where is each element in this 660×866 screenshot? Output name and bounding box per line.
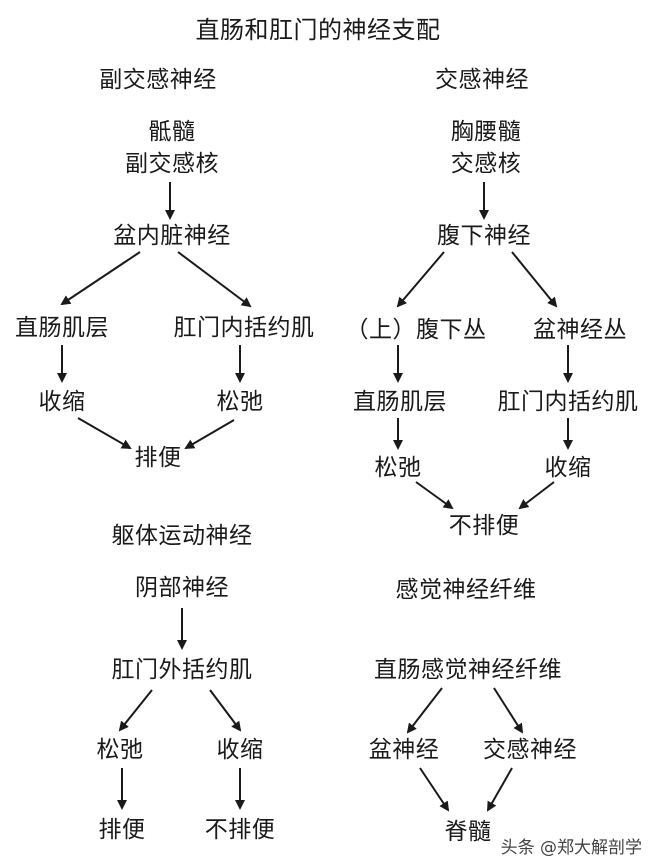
arrow-symp-right-to-result <box>518 481 555 510</box>
somatic-target: 肛门外括约肌 <box>111 657 253 683</box>
sympathetic-left-target: 直肠肌层 <box>353 389 447 415</box>
arrow-som-target-to-right <box>209 689 242 732</box>
parasympathetic-result: 排便 <box>134 445 182 471</box>
parasympathetic-source-line2: 副交感核 <box>125 151 219 177</box>
sympathetic-right-effect: 收缩 <box>544 455 592 481</box>
parasympathetic-heading: 副交感神经 <box>99 67 217 93</box>
somatic-right-result: 不排便 <box>204 817 276 843</box>
sympathetic-nerve: 腹下神经 <box>437 223 531 249</box>
watermark: 头条 @郑大解剖学 <box>500 838 642 858</box>
parasympathetic-left-effect: 收缩 <box>38 389 86 415</box>
sensory-heading: 感觉神经纤维 <box>395 577 537 603</box>
parasympathetic-source: 骶髓 副交感核 <box>125 116 219 180</box>
sympathetic-source-line1: 胸腰髓 <box>450 119 522 145</box>
arrow-sens-left-to-center <box>419 767 450 812</box>
arrow-para-nerve-to-left <box>60 251 141 306</box>
arrow-para-left-to-result <box>77 417 132 449</box>
somatic-right-effect: 收缩 <box>216 737 264 763</box>
somatic-heading: 躯体运动神经 <box>111 523 253 549</box>
arrow-symp-nerve-to-right <box>511 251 558 308</box>
diagram-title: 直肠和肛门的神经支配 <box>195 16 441 44</box>
sensory-left-nerve: 盆神经 <box>368 737 440 763</box>
parasympathetic-left-target: 直肠肌层 <box>15 315 109 341</box>
arrow-para-right-to-result <box>184 419 235 450</box>
arrow-sens-right-to-center <box>487 767 513 812</box>
sympathetic-right-plexus: 盆神经丛 <box>533 317 627 343</box>
sympathetic-heading: 交感神经 <box>435 67 529 93</box>
sympathetic-right-target: 肛门内括约肌 <box>497 389 639 415</box>
arrow-symp-left-to-result <box>415 481 454 510</box>
arrow-symp-nerve-to-left <box>396 251 445 308</box>
sensory-fiber: 直肠感觉神经纤维 <box>374 657 562 683</box>
sensory-right-nerve: 交感神经 <box>483 737 577 763</box>
sympathetic-source: 胸腰髓 交感核 <box>451 116 522 180</box>
sympathetic-left-plexus: （上）腹下丛 <box>345 317 487 343</box>
sympathetic-result: 不排便 <box>448 513 520 539</box>
somatic-left-result: 排便 <box>98 817 146 843</box>
somatic-nerve: 阴部神经 <box>135 575 229 601</box>
parasympathetic-source-line1: 骶髓 <box>148 119 196 145</box>
sympathetic-source-line2: 交感核 <box>450 151 522 177</box>
sympathetic-left-effect: 松弛 <box>374 455 422 481</box>
parasympathetic-nerve: 盆内脏神经 <box>113 223 231 249</box>
arrow-som-target-to-left <box>118 689 153 732</box>
parasympathetic-right-target: 肛门内括约肌 <box>173 315 315 341</box>
sensory-center: 脊髓 <box>444 819 492 845</box>
somatic-left-effect: 松弛 <box>96 737 144 763</box>
arrow-para-nerve-to-right <box>177 251 252 308</box>
arrow-sens-fiber-to-right <box>493 687 524 734</box>
parasympathetic-right-effect: 松弛 <box>216 389 264 415</box>
arrow-sens-fiber-to-left <box>406 687 443 734</box>
